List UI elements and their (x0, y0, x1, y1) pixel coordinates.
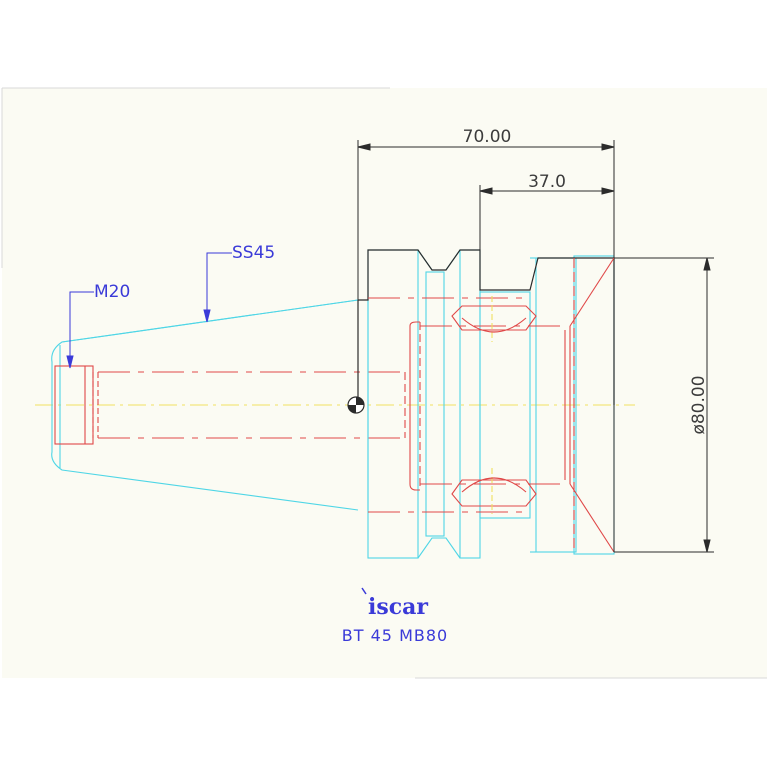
callout-taper-label: SS45 (232, 243, 275, 263)
internal-hidden-lines (368, 257, 615, 553)
dimension-overall-length-label: 70.00 (463, 127, 512, 147)
thread-bore (54, 365, 406, 445)
dimension-flange-offset (479, 185, 615, 250)
dimension-diameter-label: ø80.00 (689, 375, 709, 434)
brand-logo-text: iscar (368, 594, 428, 620)
flange-profile (357, 249, 615, 405)
model-label: BT 45 MB80 (342, 626, 448, 645)
dimension-flange-offset-label: 37.0 (528, 172, 566, 192)
origin-marker (347, 396, 365, 414)
dimension-overall-length (357, 140, 615, 300)
callout-thread-leader (66, 291, 94, 369)
drawing-sheet (2, 88, 767, 678)
dimension-diameter (613, 257, 714, 553)
callout-taper-leader (203, 252, 232, 323)
callout-thread-label: M20 (94, 282, 130, 302)
brand-logo: iscar (361, 587, 428, 620)
